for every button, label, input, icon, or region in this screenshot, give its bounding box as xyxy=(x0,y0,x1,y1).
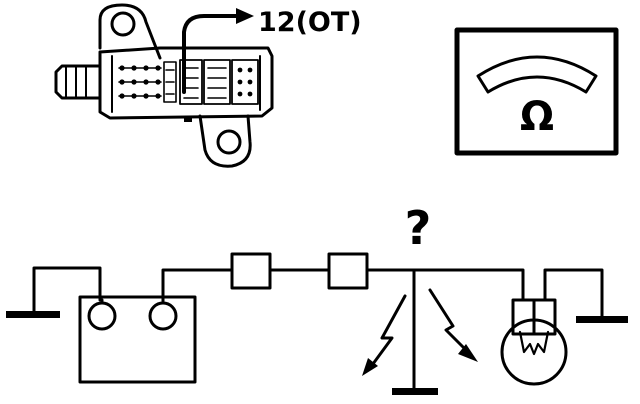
ground-icon xyxy=(576,316,628,323)
fuse-icon xyxy=(230,252,272,290)
wire-battery-to-fuse xyxy=(161,268,234,305)
terminal-callout-arrow xyxy=(182,8,254,94)
wire-bulb-to-ground xyxy=(543,268,604,318)
battery-icon xyxy=(78,295,197,384)
ohmmeter-icon xyxy=(454,27,619,156)
connector-icon xyxy=(54,3,274,168)
bulb-icon xyxy=(500,298,568,386)
fuse-icon xyxy=(327,252,369,290)
ground-icon xyxy=(6,311,60,318)
short-circuit-spark-icon xyxy=(428,288,478,362)
wire-ground-to-battery xyxy=(32,266,102,313)
terminal-callout-label: 12(OT) xyxy=(258,7,362,38)
ground-icon xyxy=(392,388,438,395)
ohmmeter-symbol: Ω xyxy=(520,94,554,140)
unknown-fault-mark: ? xyxy=(405,201,432,255)
short-circuit-spark-icon xyxy=(362,294,407,376)
wire-fuse-to-bulb xyxy=(365,268,525,302)
